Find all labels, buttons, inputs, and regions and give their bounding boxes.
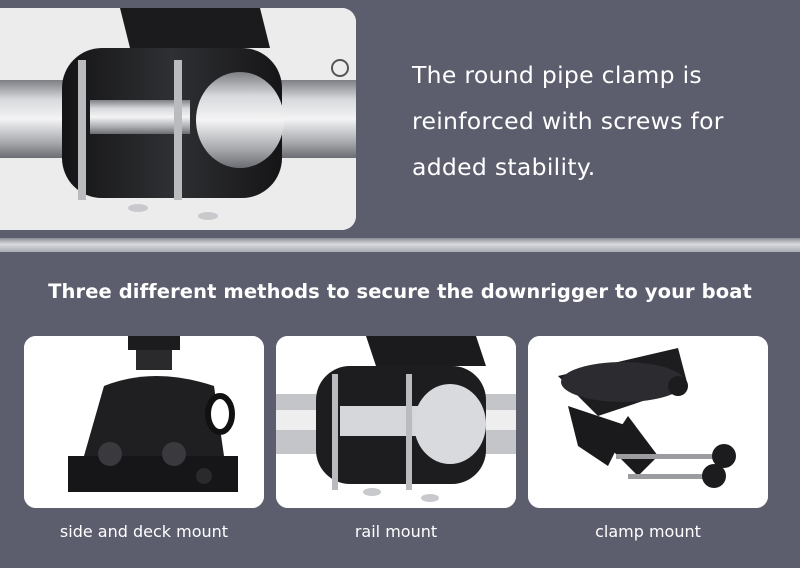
method-card-clamp xyxy=(528,336,768,508)
caption-line: added stability. xyxy=(412,153,596,181)
feature-caption: The round pipe clamp is reinforced with … xyxy=(412,52,782,190)
caption-line: The round pipe clamp is xyxy=(412,61,702,89)
clamp-mount-image xyxy=(528,336,768,508)
method-card-rail xyxy=(276,336,516,508)
method-label: side and deck mount xyxy=(59,522,229,541)
method-label: clamp mount xyxy=(595,522,701,541)
method-label: rail mount xyxy=(354,522,438,541)
mounting-section: Three different methods to secure the do… xyxy=(0,252,800,568)
caption-line: reinforced with screws for xyxy=(412,107,724,135)
feature-section: The round pipe clamp is reinforced with … xyxy=(0,0,800,240)
section-divider xyxy=(0,238,800,252)
side-deck-mount-image xyxy=(24,336,264,508)
method-card-side-deck xyxy=(24,336,264,508)
section-heading: Three different methods to secure the do… xyxy=(48,280,752,303)
rail-mount-image xyxy=(276,336,516,508)
pipe-clamp-closeup-image xyxy=(0,8,356,230)
